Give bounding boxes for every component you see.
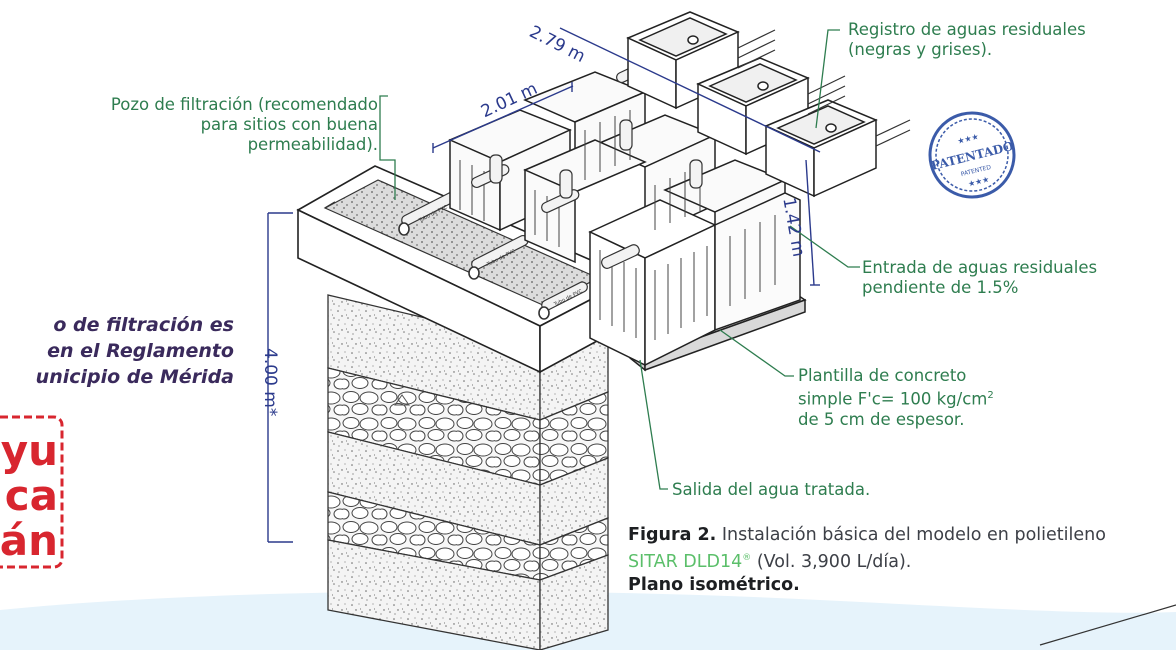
yucatan-logo: yu ca tán bbox=[0, 415, 64, 569]
logo-line2: ca bbox=[5, 471, 58, 520]
label-pozo: Pozo de filtración (recomendado para sit… bbox=[10, 95, 378, 155]
label-plantilla-line2: simple F'c= 100 kg/cm2 bbox=[798, 386, 994, 410]
caption-text-1: Instalación básica del modelo en polieti… bbox=[721, 525, 1106, 545]
label-plantilla-line3: de 5 cm de espesor. bbox=[798, 409, 965, 429]
registro-boxes bbox=[626, 11, 911, 198]
label-entrada: Entrada de aguas residuales pendiente de… bbox=[862, 258, 1097, 298]
side-note-line2: en el Reglamento bbox=[47, 340, 234, 362]
caption-text-2: (Vol. 3,900 L/día). bbox=[756, 551, 912, 572]
caption-product: SITAR DLD14 bbox=[628, 551, 743, 572]
caption-registered: ® bbox=[742, 553, 752, 563]
dimension-lines bbox=[267, 27, 821, 543]
leader-lines bbox=[379, 29, 860, 490]
label-pozo-line2: para sitios con buena bbox=[200, 115, 378, 134]
label-pozo-line1: Pozo de filtración (recomendado bbox=[110, 95, 378, 114]
caption-bold-line: Plano isométrico. bbox=[628, 574, 800, 595]
label-plantilla-line2-text: simple F'c= 100 kg/cm bbox=[798, 389, 988, 409]
label-salida: Salida del agua tratada. bbox=[672, 480, 871, 499]
label-registro-line1: Registro de aguas residuales bbox=[848, 20, 1086, 39]
label-entrada-line1: Entrada de aguas residuales bbox=[862, 258, 1098, 277]
logo-line1: yu bbox=[1, 426, 58, 475]
figure-caption: Figura 2. Instalación básica del modelo … bbox=[628, 524, 1148, 597]
dim-depth-well: 4.00 m* bbox=[260, 348, 280, 417]
corner-line bbox=[1039, 604, 1176, 646]
label-registro-line2: (negras y grises). bbox=[848, 40, 993, 59]
side-note-line1: o de filtración es bbox=[53, 314, 234, 336]
label-plantilla-superscript: 2 bbox=[987, 390, 994, 401]
label-entrada-line2: pendiente de 1.5% bbox=[862, 278, 1019, 297]
tank-assembly bbox=[448, 63, 807, 372]
label-plantilla: Plantilla de concreto simple F'c= 100 kg… bbox=[798, 366, 994, 430]
caption-figure-label: Figura 2. bbox=[628, 525, 717, 545]
patent-stamp: PATENTADO PATENTED ★★★ ★★★ bbox=[928, 111, 1016, 199]
label-registro: Registro de aguas residuales (negras y g… bbox=[848, 20, 1086, 60]
logo-line3: tán bbox=[0, 516, 58, 565]
label-pozo-line3: permeabilidad). bbox=[247, 135, 378, 154]
label-plantilla-line1: Plantilla de concreto bbox=[798, 366, 967, 385]
side-note-line3: unicipio de Mérida bbox=[35, 366, 234, 388]
